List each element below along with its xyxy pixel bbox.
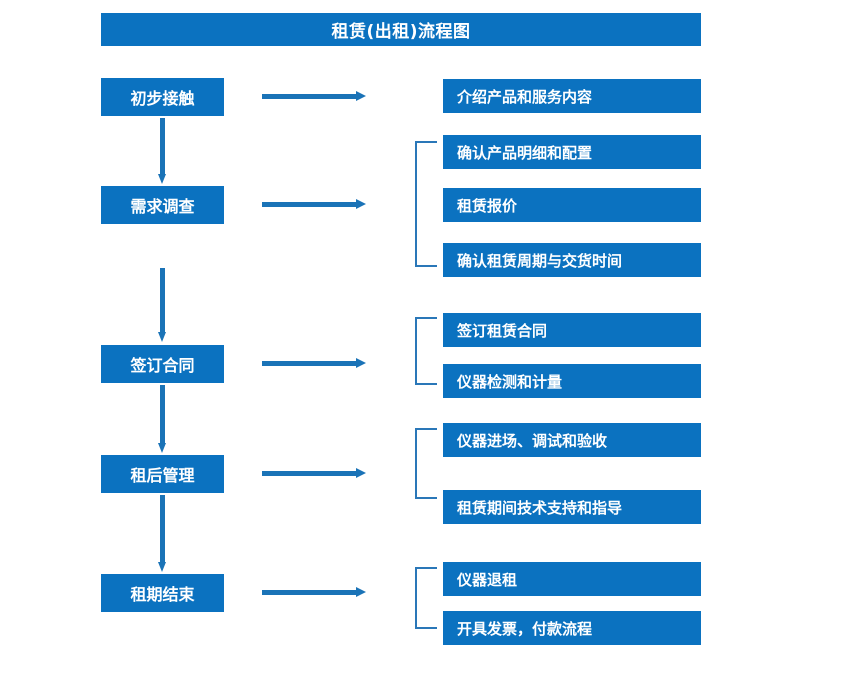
arrow-shaft — [262, 590, 357, 595]
arrow-head — [356, 587, 366, 597]
arrow-down-stage2-stage3 — [158, 268, 167, 342]
stage-node-4[interactable]: 租后管理 — [101, 455, 224, 493]
group-bracket-5 — [415, 567, 437, 629]
detail-node-2[interactable]: 确认产品明细和配置 — [443, 135, 701, 169]
arrow-shaft — [262, 202, 357, 207]
arrow-right-stage3 — [262, 358, 366, 369]
arrow-down-stage3-stage4 — [158, 385, 167, 453]
detail-node-7[interactable]: 仪器进场、调试和验收 — [443, 423, 701, 457]
detail-node-5[interactable]: 签订租赁合同 — [443, 313, 701, 347]
arrow-head — [158, 174, 166, 184]
arrow-right-stage2 — [262, 199, 366, 210]
arrow-head — [158, 332, 166, 342]
arrow-shaft — [262, 471, 357, 476]
group-bracket-4 — [415, 428, 437, 499]
stage-node-5[interactable]: 租期结束 — [101, 574, 224, 612]
arrow-shaft — [262, 94, 357, 99]
stage-node-1[interactable]: 初步接触 — [101, 78, 224, 116]
diagram-title: 租赁(出租)流程图 — [101, 13, 701, 46]
arrow-right-stage4 — [262, 468, 366, 479]
arrow-down-stage1-stage2 — [158, 118, 167, 184]
detail-node-6[interactable]: 仪器检测和计量 — [443, 364, 701, 398]
arrow-shaft — [160, 268, 165, 333]
arrow-shaft — [160, 495, 165, 563]
arrow-shaft — [160, 118, 165, 175]
stage-node-2[interactable]: 需求调查 — [101, 186, 224, 224]
arrow-right-stage1 — [262, 91, 366, 102]
arrow-down-stage4-stage5 — [158, 495, 167, 572]
detail-node-8[interactable]: 租赁期间技术支持和指导 — [443, 490, 701, 524]
arrow-head — [356, 358, 366, 368]
stage-node-3[interactable]: 签订合同 — [101, 345, 224, 383]
detail-node-1[interactable]: 介绍产品和服务内容 — [443, 79, 701, 113]
arrow-head — [356, 468, 366, 478]
arrow-head — [356, 199, 366, 209]
detail-node-9[interactable]: 仪器退租 — [443, 562, 701, 596]
detail-node-4[interactable]: 确认租赁周期与交货时间 — [443, 243, 701, 277]
arrow-head — [356, 91, 366, 101]
arrow-right-stage5 — [262, 587, 366, 598]
arrow-head — [158, 443, 166, 453]
arrow-head — [158, 562, 166, 572]
arrow-shaft — [160, 385, 165, 444]
group-bracket-2 — [415, 141, 437, 267]
arrow-shaft — [262, 361, 357, 366]
detail-node-10[interactable]: 开具发票，付款流程 — [443, 611, 701, 645]
detail-node-3[interactable]: 租赁报价 — [443, 188, 701, 222]
group-bracket-3 — [415, 317, 437, 385]
